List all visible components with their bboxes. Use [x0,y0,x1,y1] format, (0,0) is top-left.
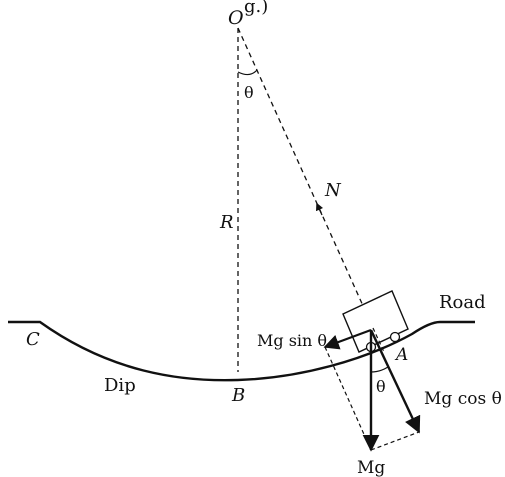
vehicle-body [342,290,409,353]
label-center-o: O [228,7,244,29]
radial-line [237,27,374,329]
completion-line-left [324,346,372,451]
top-text-fragment: g.) [244,0,268,17]
road-curve [8,320,475,382]
vehicle-wheel-front [389,331,401,343]
label-point-b: B [231,385,245,406]
top-angle-arc [237,69,258,76]
label-normal-n: N [324,180,342,201]
label-radius-r: R [219,212,234,233]
label-weight: Mg [357,458,385,477]
tangential-force-arrow [323,328,372,350]
bottom-angle-arc [370,366,389,373]
normal-arrow [316,202,324,216]
label-angle-top: θ [244,83,254,102]
vehicle [342,290,409,353]
label-dip: Dip [104,375,136,396]
normal-component-arrow [369,329,421,434]
label-point-a: A [394,345,408,365]
label-angle-bottom: θ [376,377,386,396]
radial-extension [372,327,385,353]
completion-line-bottom [370,431,420,451]
label-normal-component: Mg cos θ [424,389,502,409]
label-road: Road [439,292,486,313]
label-tangential-force: Mg sin θ [257,331,327,350]
label-point-c: C [26,329,40,350]
